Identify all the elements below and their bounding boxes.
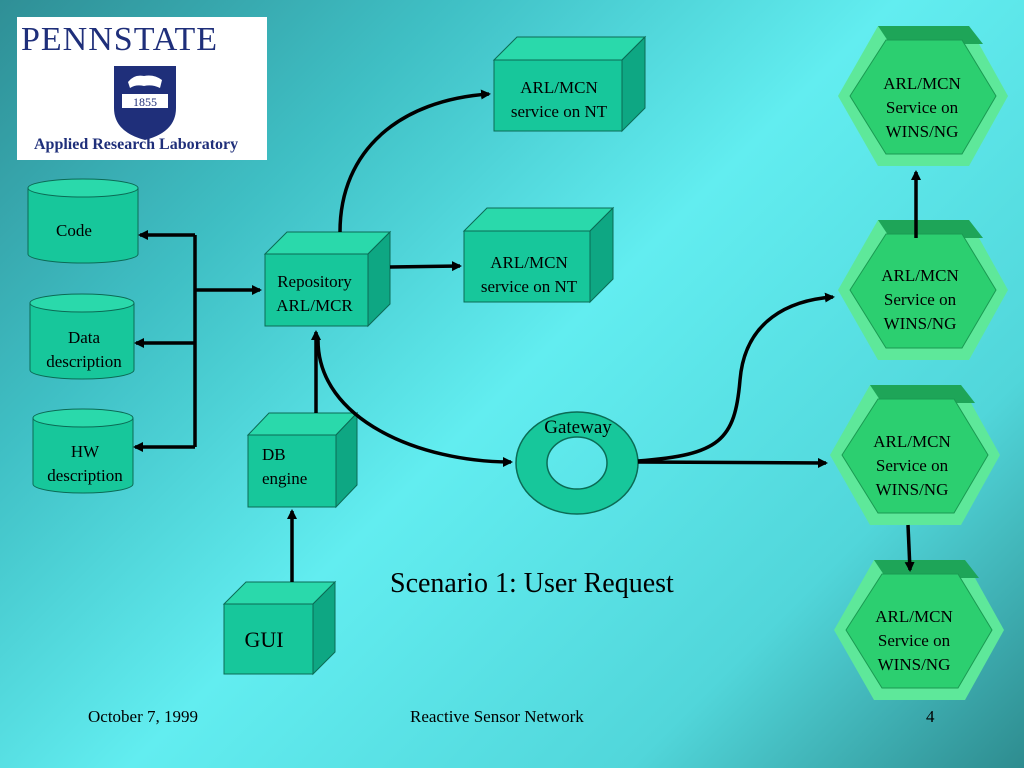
gateway-label: Gateway — [544, 417, 612, 438]
nt-middle-line-2: service on NT — [480, 277, 578, 296]
code-cylinder — [27, 178, 139, 264]
db-engine-line-2: engine — [262, 469, 308, 488]
footer-date: October 7, 1999 — [88, 707, 199, 726]
hw-description-line-1: HW — [70, 442, 100, 461]
nt-top-line-1: ARL/MCN — [520, 78, 598, 97]
gateway-ring — [515, 411, 639, 515]
wins-3-line-3: WINS/NG — [875, 480, 949, 499]
data-description-line-2: description — [46, 352, 122, 371]
arrow-gateway-to-wins-2 — [637, 292, 835, 463]
penn-state-logo: PENNSTATE 1855 Applied Research Laborato… — [17, 17, 267, 160]
gui-label: GUI — [244, 627, 284, 652]
wins-2-line-3: WINS/NG — [883, 314, 957, 333]
hw-description-label: HW description — [30, 440, 140, 488]
nt-middle-line-1: ARL/MCN — [490, 253, 568, 272]
db-engine-label: DB engine — [262, 443, 322, 491]
data-description-label: Data description — [30, 326, 138, 374]
wins-1-label: ARL/MCN Service on WINS/NG — [862, 72, 982, 144]
wins-4-label: ARL/MCN Service on WINS/NG — [854, 605, 974, 677]
repository-line-2: ARL/MCR — [276, 296, 353, 315]
shield-icon: 1855 — [114, 66, 176, 140]
logo-title: PENNSTATE — [21, 21, 219, 58]
data-description-line-1: Data — [67, 328, 101, 347]
db-engine-box — [246, 411, 359, 509]
nt-middle-label: ARL/MCN service on NT — [464, 251, 594, 299]
gui-box — [222, 580, 337, 676]
wins-4-line-3: WINS/NG — [877, 655, 951, 674]
nt-top-label: ARL/MCN service on NT — [494, 76, 624, 124]
nt-top-line-2: service on NT — [510, 102, 608, 121]
footer-center: Reactive Sensor Network — [410, 707, 584, 726]
logo-subtitle: Applied Research Laboratory — [34, 136, 239, 153]
data-description-cylinder — [29, 293, 135, 380]
wins-2-line-2: Service on — [883, 290, 957, 309]
nt-service-box-top — [492, 35, 647, 133]
wins-3-line-2: Service on — [875, 456, 949, 475]
wins-node-4 — [834, 560, 1004, 700]
wins-3-line-1: ARL/MCN — [873, 432, 951, 451]
db-engine-line-1: DB — [262, 445, 286, 464]
wins-2-line-1: ARL/MCN — [881, 266, 959, 285]
logo-year: 1855 — [133, 95, 157, 109]
wins-node-2 — [838, 220, 1008, 360]
footer-page-number: 4 — [926, 707, 935, 726]
connectors — [133, 89, 921, 582]
wins-4-line-2: Service on — [877, 631, 951, 650]
arrow-gateway-to-wins-3 — [637, 457, 828, 468]
code-label: Code — [56, 221, 92, 240]
hw-description-cylinder — [32, 408, 134, 494]
wins-node-1 — [838, 26, 1008, 166]
wins-2-label: ARL/MCN Service on WINS/NG — [860, 264, 980, 336]
wins-node-3 — [830, 385, 1000, 525]
hw-description-line-2: description — [47, 466, 123, 485]
repository-label: Repository ARL/MCR — [262, 270, 367, 318]
repository-box — [263, 230, 392, 328]
arrow-to-nt-top — [338, 89, 491, 233]
nt-service-box-middle — [462, 206, 615, 304]
wins-1-line-3: WINS/NG — [885, 122, 959, 141]
repository-line-1: Repository — [277, 272, 352, 291]
arrow-repository-to-gateway — [316, 339, 513, 467]
scenario-title: Scenario 1: User Request — [390, 568, 674, 599]
wins-3-label: ARL/MCN Service on WINS/NG — [852, 430, 972, 502]
arrow-wins3-to-wins4 — [904, 524, 915, 572]
wins-1-line-1: ARL/MCN — [883, 74, 961, 93]
arrow-to-nt-middle — [389, 261, 462, 272]
wins-1-line-2: Service on — [885, 98, 959, 117]
wins-4-line-1: ARL/MCN — [875, 607, 953, 626]
